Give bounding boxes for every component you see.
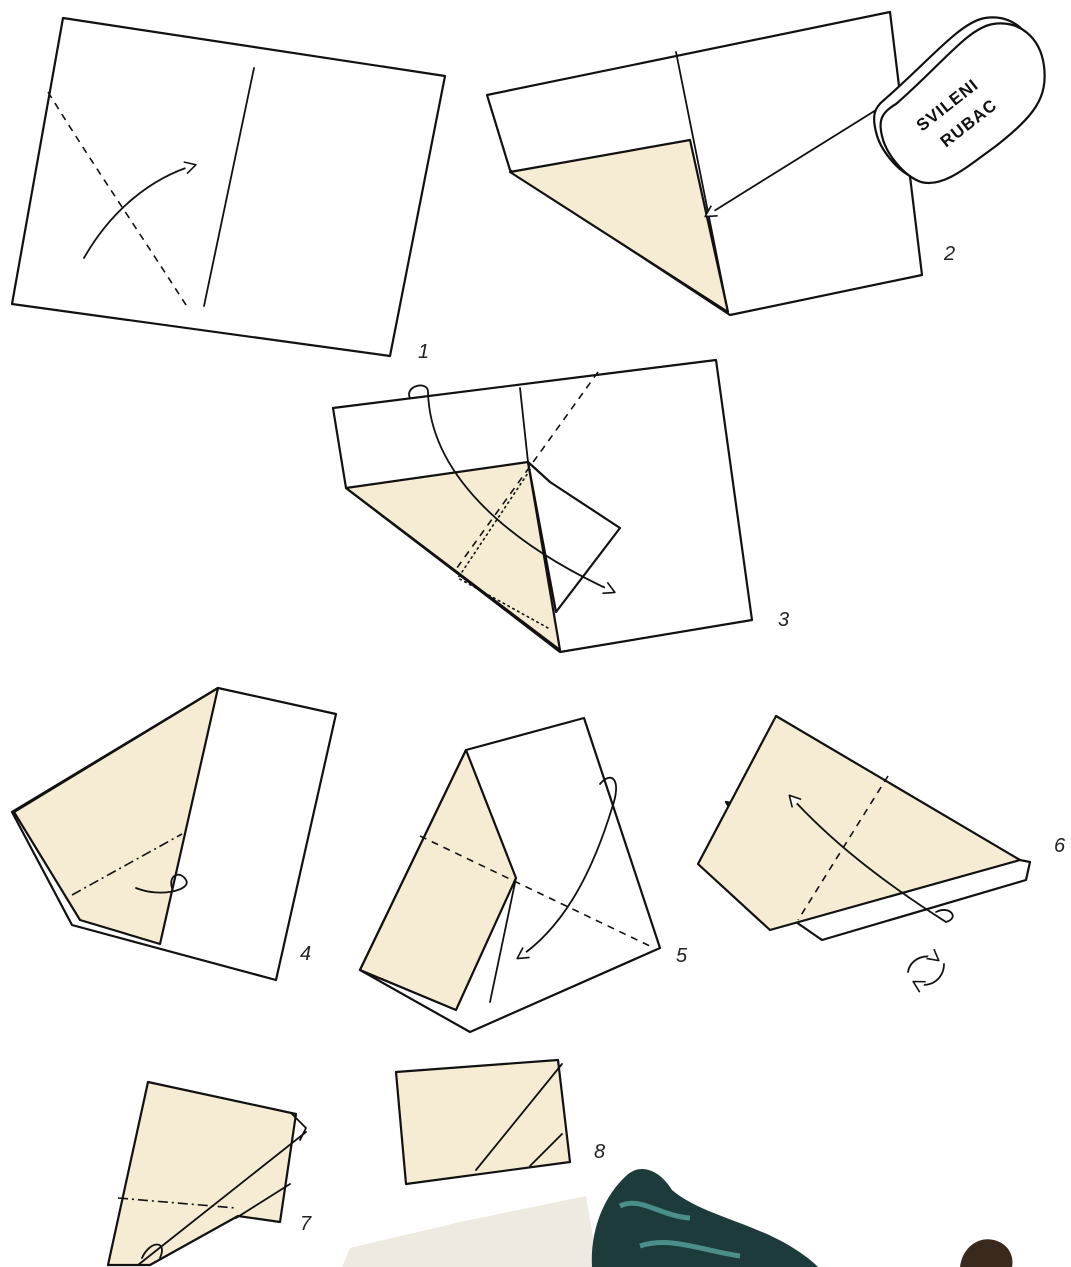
step-2-diagram: SVILENI RUBAC 2 (487, 12, 1045, 315)
step-4-diagram: 4 (12, 688, 336, 980)
gift-box-photo (342, 1196, 598, 1267)
step-3-folded-triangle (346, 462, 560, 650)
step-6-turn-over-icon (908, 956, 944, 984)
step-6-diagram: 6 (698, 716, 1066, 985)
step-5-number: 5 (676, 945, 688, 967)
step-7-number: 7 (300, 1213, 312, 1235)
ribbon-photo (960, 1239, 1012, 1267)
step-2-number: 2 (943, 243, 955, 265)
silk-scarf-photo (592, 1169, 818, 1267)
step-2-silk-scarf-tag: SVILENI RUBAC (874, 17, 1045, 183)
step-5-diagram: 5 (360, 718, 688, 1032)
step-1-number: 1 (418, 341, 429, 363)
step-3-diagram: 3 (333, 360, 789, 652)
step-6-number: 6 (1054, 835, 1066, 857)
step-2-folded-triangle (510, 140, 728, 312)
step-8-paper (396, 1060, 570, 1184)
step-7-diagram: 7 (108, 1082, 312, 1265)
step-1-diagram: 1 (12, 18, 445, 363)
step-8-number: 8 (594, 1141, 605, 1163)
step-7-paper (108, 1082, 296, 1265)
scarf-photo-fragment (342, 1169, 1012, 1267)
step-4-number: 4 (300, 943, 311, 965)
step-8-diagram: 8 (396, 1060, 605, 1184)
step-3-number: 3 (778, 609, 789, 631)
